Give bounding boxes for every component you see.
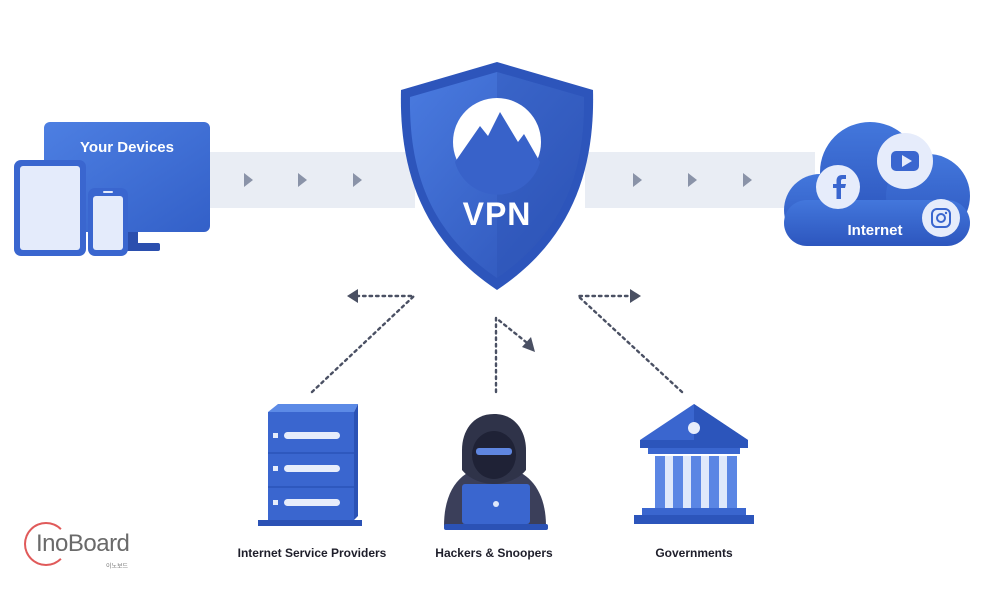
watermark-logo: InoBoard 이노보드 bbox=[22, 518, 152, 572]
threat-arrowheads bbox=[347, 289, 641, 352]
isp-path bbox=[310, 294, 418, 394]
arrow-right-icon bbox=[633, 173, 642, 187]
arrow-right-icon bbox=[298, 173, 307, 187]
arrow-right-icon bbox=[630, 289, 641, 303]
instagram-icon bbox=[922, 199, 960, 237]
internet-cloud: Internet bbox=[784, 122, 970, 246]
laptop-icon bbox=[444, 484, 548, 530]
arrow-right-icon bbox=[688, 173, 697, 187]
internet-label: Internet bbox=[847, 222, 902, 239]
connection-band-right bbox=[585, 152, 815, 208]
band-arrows bbox=[244, 173, 752, 187]
devices-group: Your Devices bbox=[14, 122, 210, 256]
shield-icon: VPN bbox=[400, 62, 594, 290]
watermark-sub: 이노보드 bbox=[106, 564, 129, 570]
hackers-label: Hackers & Snoopers bbox=[435, 546, 553, 560]
youtube-icon bbox=[877, 133, 933, 189]
connection-band-left bbox=[205, 152, 415, 208]
facebook-icon bbox=[816, 165, 860, 209]
hacker-icon bbox=[444, 414, 548, 530]
devices-label: Your Devices bbox=[80, 139, 174, 156]
isp-label: Internet Service Providers bbox=[237, 546, 387, 560]
phone-icon bbox=[88, 188, 128, 256]
arrow-right-icon bbox=[743, 173, 752, 187]
arrow-left-icon bbox=[347, 289, 358, 303]
logo-ring-icon bbox=[24, 522, 68, 566]
arrow-down-right-icon bbox=[522, 337, 535, 352]
tablet-icon bbox=[14, 160, 86, 256]
hacker-path bbox=[494, 315, 528, 394]
vpn-label: VPN bbox=[463, 196, 532, 232]
governments-label: Governments bbox=[655, 546, 733, 560]
gov-path bbox=[574, 294, 684, 394]
watermark-brand: InoBoard bbox=[36, 530, 130, 557]
threat-paths bbox=[310, 294, 684, 394]
mountain-icon bbox=[453, 98, 541, 195]
government-building-icon bbox=[634, 404, 754, 524]
arrow-right-icon bbox=[244, 173, 253, 187]
server-icon bbox=[258, 404, 362, 526]
arrow-right-icon bbox=[353, 173, 362, 187]
